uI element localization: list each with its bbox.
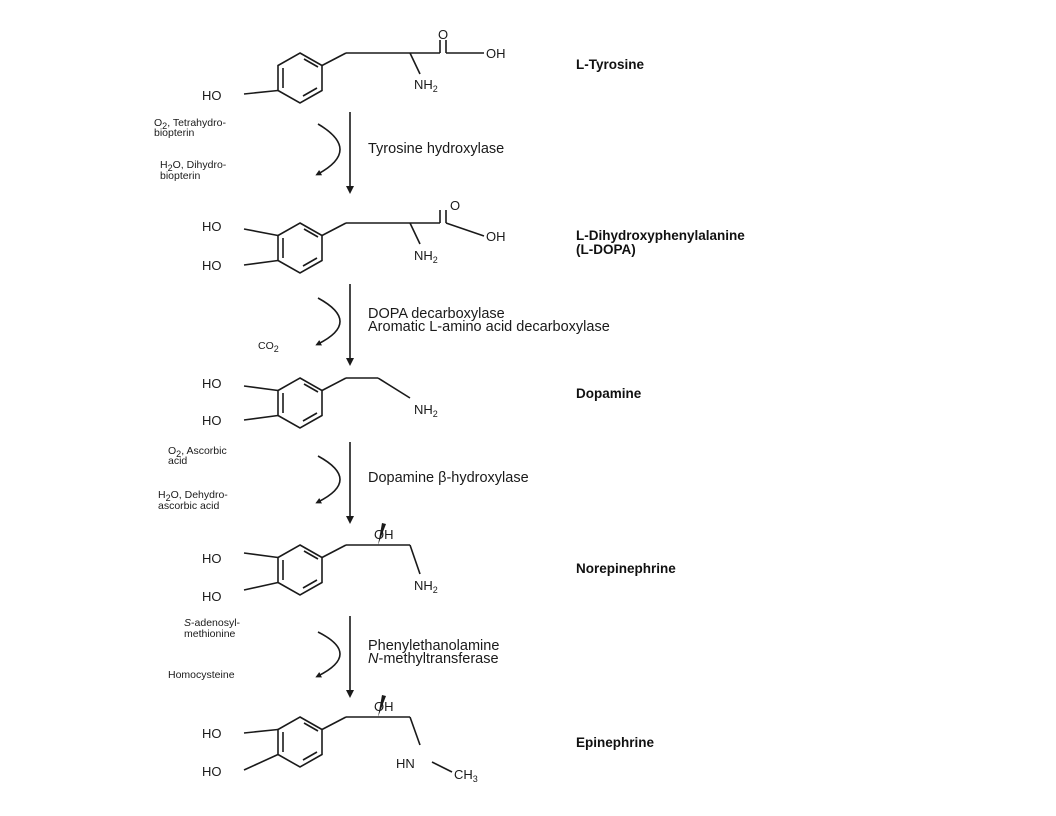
- cofactor-in-line2: acid: [168, 455, 187, 467]
- norepinephrine-structure: HO HO OH NH2: [202, 523, 438, 604]
- cofactor-in-line2: methionine: [184, 628, 236, 640]
- cofactor-out: H2O, Dehydro-: [158, 489, 228, 503]
- carbonyl-oxygen-label: O: [438, 27, 448, 42]
- amine-label: NH2: [414, 77, 438, 94]
- beta-hydroxyl-label: OH: [374, 527, 394, 542]
- enzyme-pnmt-line2: N-methyltransferase: [368, 651, 499, 667]
- amine-label: NH2: [414, 248, 438, 265]
- enzyme-dopamine-beta-hydroxylase: Dopamine β-hydroxylase: [368, 470, 529, 486]
- epinephrine-structure: HO HO OH HN CH3: [202, 695, 478, 784]
- wedge-bond: [378, 523, 386, 545]
- carbonyl-oxygen-label: O: [450, 198, 460, 213]
- cofactor-curved-arrow: [315, 297, 341, 346]
- cofactor-out: H2O, Dihydro-: [160, 159, 227, 173]
- compound-name-norepinephrine: Norepinephrine: [576, 561, 676, 576]
- compound-name-l-dopa-abbrev: (L-DOPA): [576, 242, 636, 257]
- l-tyrosine-structure: HO O OH NH2: [202, 27, 506, 104]
- hydroxyl-label-3: HO: [202, 219, 222, 234]
- hydroxyl-label-3: HO: [202, 726, 222, 741]
- enzyme-aromatic-decarboxylase: Aromatic L-amino acid decarboxylase: [368, 319, 610, 335]
- hydroxyl-label-4: HO: [202, 258, 222, 273]
- cofactor-curved-arrow: [315, 455, 341, 504]
- methyl-label: CH3: [454, 767, 478, 784]
- amine-label: NH2: [414, 402, 438, 419]
- compound-name-dopamine: Dopamine: [576, 386, 642, 401]
- reaction-step-1: O2, Tetrahydro- biopterin H2O, Dihydro- …: [154, 112, 504, 194]
- secondary-amine-label: HN: [396, 756, 415, 771]
- hydroxyl-label-4: HO: [202, 413, 222, 428]
- l-dopa-structure: HO HO O OH NH2: [202, 198, 506, 274]
- hydroxyl-label: HO: [202, 88, 222, 103]
- compound-name-l-tyrosine: L-Tyrosine: [576, 57, 644, 72]
- carboxyl-oh-label: OH: [486, 46, 506, 61]
- wedge-bond: [378, 695, 386, 717]
- cofactor-curved-arrow: [315, 631, 341, 678]
- reaction-step-4: S-adenosyl- methionine Homocysteine Phen…: [168, 616, 499, 698]
- cofactor-out-line2: ascorbic acid: [158, 500, 219, 512]
- hydroxyl-label-3: HO: [202, 551, 222, 566]
- hydroxyl-label-4: HO: [202, 764, 222, 779]
- enzyme-dopa-decarboxylase: DOPA decarboxylase: [368, 306, 505, 322]
- enzyme-tyrosine-hydroxylase: Tyrosine hydroxylase: [368, 141, 504, 157]
- cofactor-in-line2: biopterin: [154, 127, 194, 139]
- compound-name-l-dopa: L-Dihydroxyphenylalanine: [576, 228, 745, 243]
- cofactor-in: O2, Ascorbic: [168, 445, 227, 459]
- cofactor-out: CO2: [258, 340, 279, 354]
- cofactor-curved-arrow: [315, 123, 341, 176]
- cofactor-out: Homocysteine: [168, 669, 235, 681]
- hydroxyl-label-4: HO: [202, 589, 222, 604]
- cofactor-in: O2, Tetrahydro-: [154, 117, 226, 131]
- cofactor-in: S-adenosyl-: [184, 617, 241, 629]
- reaction-step-2: CO2 DOPA decarboxylase Aromatic L-amino …: [258, 284, 610, 366]
- compound-name-epinephrine: Epinephrine: [576, 735, 654, 750]
- reaction-step-3: O2, Ascorbic acid H2O, Dehydro- ascorbic…: [158, 442, 529, 524]
- enzyme-pnmt-line1: Phenylethanolamine: [368, 638, 499, 654]
- beta-hydroxyl-label: OH: [374, 699, 394, 714]
- dopamine-structure: HO HO NH2: [202, 376, 438, 429]
- cofactor-out-line2: biopterin: [160, 170, 200, 182]
- hydroxyl-label-3: HO: [202, 376, 222, 391]
- carboxyl-oh-label: OH: [486, 229, 506, 244]
- amine-label: NH2: [414, 578, 438, 595]
